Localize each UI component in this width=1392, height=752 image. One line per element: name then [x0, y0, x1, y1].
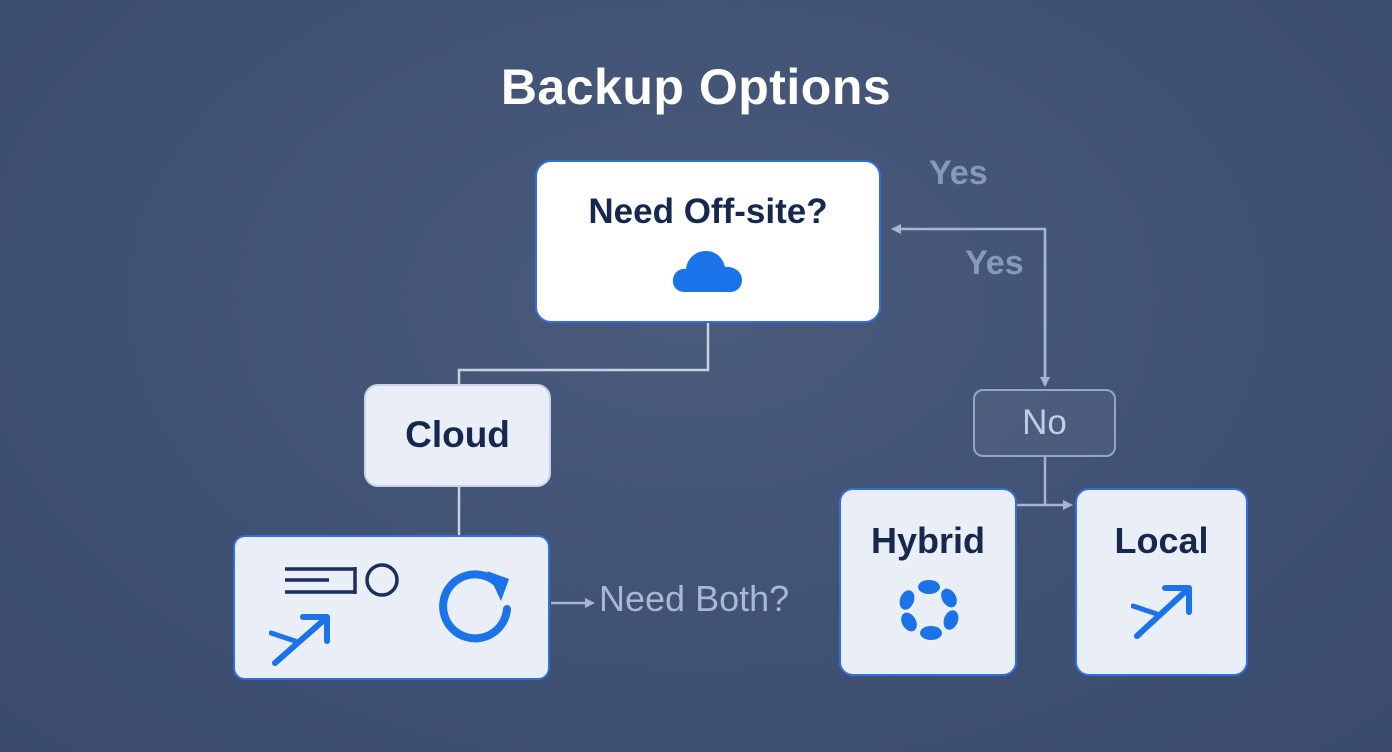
hybrid-icon — [899, 580, 959, 640]
list-icon — [285, 567, 357, 594]
node-label: Local — [1114, 520, 1209, 561]
diagram-title: Backup Options — [500, 59, 892, 115]
node-label: Hybrid — [870, 520, 985, 561]
node-backup-tools — [233, 535, 550, 680]
arrow-icon — [1131, 585, 1192, 639]
edge-label-need-both: Need Both? — [599, 578, 790, 619]
edge-label-yes: Yes — [929, 154, 988, 192]
cloud-icon — [672, 251, 742, 292]
arrow-icon — [269, 614, 330, 666]
node-local: Local — [1075, 488, 1248, 676]
refresh-icon — [439, 570, 511, 643]
node-need-offsite: Need Off-site? — [535, 160, 881, 323]
node-no: No — [973, 389, 1116, 457]
connector-offsite-cloud — [457, 323, 710, 384]
node-label: No — [1022, 403, 1067, 442]
node-cloud: Cloud — [364, 384, 551, 487]
node-label: Cloud — [405, 414, 510, 455]
node-hybrid: Hybrid — [839, 488, 1017, 676]
circle-icon — [365, 563, 399, 597]
node-label: Need Off-site? — [588, 192, 828, 231]
edge-label-yes: Yes — [965, 244, 1024, 282]
